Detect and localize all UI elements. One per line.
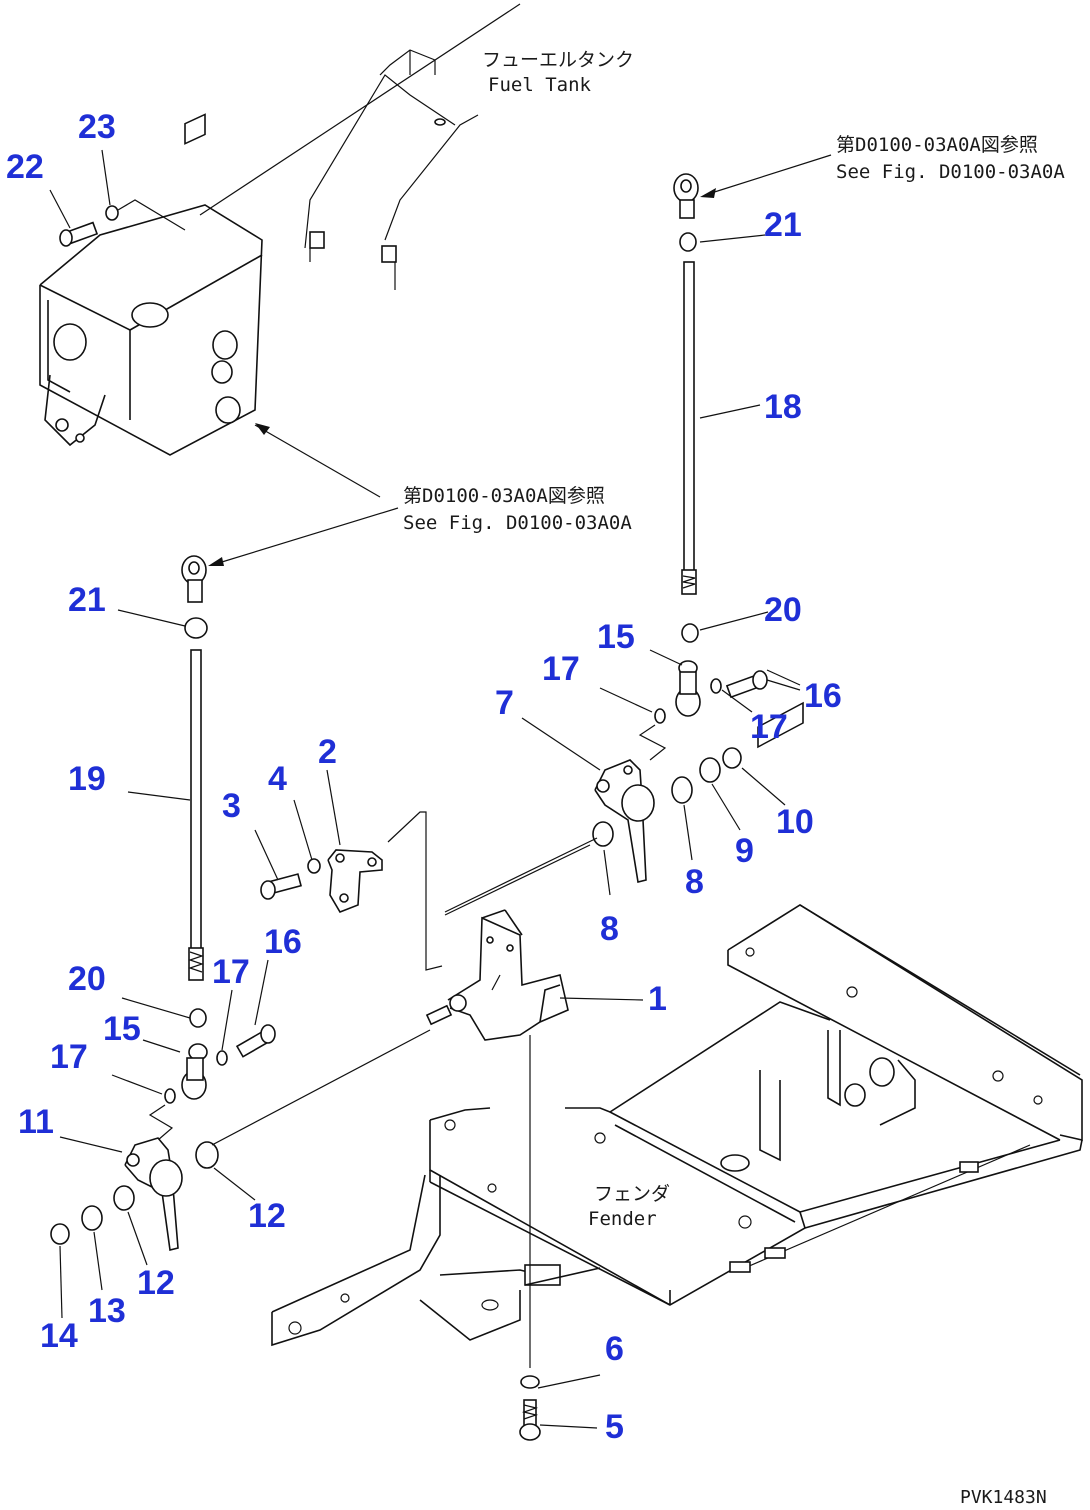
bolt-16-left bbox=[235, 1024, 276, 1058]
callout-10: 10 bbox=[776, 803, 814, 841]
fender-label-en: Fender bbox=[588, 1208, 657, 1230]
callout-15b: 15 bbox=[103, 1010, 141, 1048]
rod-end-15-upper bbox=[675, 660, 701, 717]
annotations: フューエルタンク Fuel Tank 第D0100-03A0A図参照 See F… bbox=[403, 49, 1065, 1508]
reference-top-en: See Fig. D0100-03A0A bbox=[836, 161, 1065, 183]
callout-17b: 17 bbox=[750, 708, 788, 746]
callout-16b: 16 bbox=[264, 923, 302, 961]
callout-22: 22 bbox=[6, 148, 44, 186]
callout-12a: 12 bbox=[248, 1197, 286, 1235]
callout-14: 14 bbox=[40, 1317, 78, 1355]
drawing-code: PVK1483N bbox=[960, 1487, 1047, 1508]
callout-21b: 21 bbox=[68, 581, 106, 619]
washer-9 bbox=[699, 757, 721, 783]
lever-7 bbox=[594, 759, 655, 883]
rod-19 bbox=[188, 649, 204, 981]
reference-top-jp: 第D0100-03A0A図参照 bbox=[836, 134, 1038, 156]
fender-label-jp: フェンダ bbox=[594, 1183, 670, 1205]
callout-15a: 15 bbox=[597, 618, 635, 656]
callout-6: 6 bbox=[605, 1330, 624, 1368]
callout-11: 11 bbox=[18, 1103, 54, 1141]
washer-13 bbox=[81, 1205, 103, 1231]
bolt-3 bbox=[260, 873, 302, 900]
nut-21-left bbox=[184, 617, 208, 639]
callout-2: 2 bbox=[318, 733, 337, 771]
washer-17-left-b bbox=[164, 1088, 176, 1104]
fuel-tank bbox=[39, 3, 521, 456]
fender-frame bbox=[271, 701, 1083, 1347]
callout-20b: 20 bbox=[68, 960, 106, 998]
bracket-1 bbox=[425, 909, 569, 1041]
callout-17a: 17 bbox=[542, 650, 580, 688]
nut-10 bbox=[722, 747, 742, 769]
callout-12b: 12 bbox=[137, 1264, 175, 1302]
callout-13: 13 bbox=[88, 1292, 126, 1330]
bolt-22 bbox=[59, 221, 99, 247]
washer-6 bbox=[520, 1375, 540, 1389]
nut-20-left bbox=[189, 1008, 207, 1028]
bushing-8-mid bbox=[592, 821, 614, 847]
callout-8a: 8 bbox=[685, 863, 704, 901]
callout-numbers: 1 2 3 4 5 6 7 8 8 9 10 11 12 12 13 14 15… bbox=[6, 108, 842, 1446]
bushing-8-upper bbox=[671, 776, 693, 804]
callout-1: 1 bbox=[648, 980, 667, 1018]
callout-21a: 21 bbox=[764, 206, 802, 244]
bushing-12-upper bbox=[195, 1141, 219, 1169]
callout-16a: 16 bbox=[804, 677, 842, 715]
reference-mid-jp: 第D0100-03A0A図参照 bbox=[403, 485, 605, 507]
bushing-12-lower bbox=[113, 1185, 135, 1211]
washer-17-left-a bbox=[216, 1050, 228, 1066]
callout-7: 7 bbox=[495, 684, 514, 722]
leader-lines bbox=[49, 149, 801, 1429]
lever-11 bbox=[124, 1137, 183, 1251]
callout-17c: 17 bbox=[212, 953, 250, 991]
washer-17-upper bbox=[654, 708, 666, 724]
rod-end-left bbox=[181, 555, 207, 603]
callout-19: 19 bbox=[68, 760, 106, 798]
rod-18 bbox=[681, 261, 697, 595]
fuel-tank-label-jp: フューエルタンク bbox=[482, 49, 634, 71]
rod-end-15-left bbox=[181, 1043, 208, 1100]
callout-23: 23 bbox=[78, 108, 116, 146]
callout-3: 3 bbox=[222, 787, 241, 825]
washer-23 bbox=[105, 205, 119, 221]
bolt-5 bbox=[519, 1399, 541, 1441]
callout-5: 5 bbox=[605, 1408, 624, 1446]
washer-4 bbox=[307, 858, 321, 874]
callout-17d: 17 bbox=[50, 1038, 88, 1076]
nut-14 bbox=[50, 1223, 70, 1245]
washer-17-right bbox=[710, 678, 722, 694]
plate-2 bbox=[327, 849, 383, 913]
nut-21-upper bbox=[679, 232, 697, 252]
callout-4: 4 bbox=[268, 760, 287, 798]
reference-mid-en: See Fig. D0100-03A0A bbox=[403, 512, 632, 534]
rod-end-upper bbox=[673, 173, 699, 219]
fuel-tank-label-en: Fuel Tank bbox=[488, 74, 592, 96]
callout-18: 18 bbox=[764, 388, 802, 426]
callout-8b: 8 bbox=[600, 910, 619, 948]
callout-20a: 20 bbox=[764, 591, 802, 629]
callout-9: 9 bbox=[735, 832, 754, 870]
nut-20-upper bbox=[681, 623, 699, 643]
